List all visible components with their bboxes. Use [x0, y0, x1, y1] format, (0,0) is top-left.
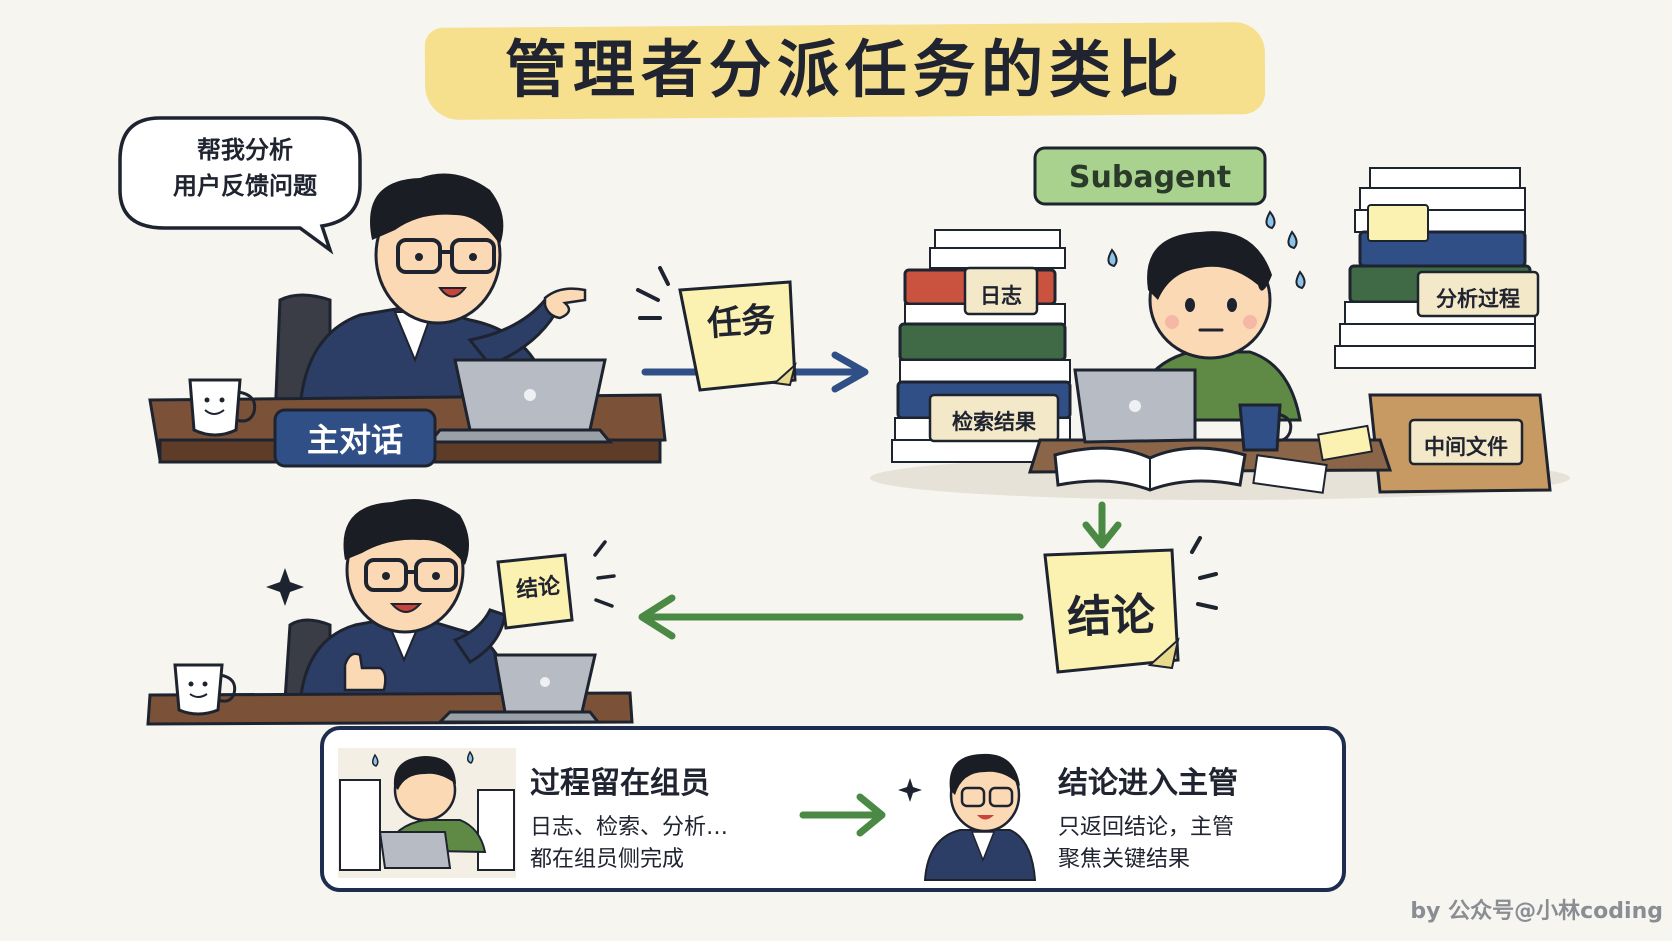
- conclusion-big-label: 结论: [1066, 589, 1157, 644]
- tag-intermediate-files: 中间文件: [1424, 435, 1508, 459]
- summary-right-line-1: 只返回结论，主管: [1058, 815, 1235, 840]
- emphasis-lines: [1190, 536, 1218, 610]
- coffee-mug-icon: [1238, 403, 1293, 452]
- coffee-mug-icon: [173, 663, 237, 716]
- manager-scene: [118, 116, 667, 468]
- sparkle-icon: [898, 778, 922, 802]
- speech-line-1: 帮我分析: [197, 136, 293, 164]
- author-credit: by 公众号@小林coding: [1410, 899, 1663, 924]
- tag-analysis: 分析过程: [1436, 287, 1520, 311]
- summary-left: 过程留在组员 日志、检索、分析… 都在组员侧完成: [530, 758, 790, 876]
- summary-box: [320, 726, 1346, 892]
- subagent-label: Subagent: [1068, 160, 1232, 195]
- summary-left-line-1: 日志、检索、分析…: [530, 815, 729, 840]
- task-handoff: [636, 266, 869, 393]
- summary-left-title: 过程留在组员: [530, 766, 710, 801]
- speech-bubble-icon: [118, 116, 362, 255]
- task-note-label: 任务: [705, 299, 777, 345]
- page-title: 管理者分派任务的类比: [504, 33, 1185, 106]
- paper-stack-icon: [891, 229, 1073, 463]
- emphasis-lines: [636, 266, 670, 320]
- laptop-icon: [426, 358, 614, 444]
- return-arrow: [638, 594, 1024, 640]
- laptop-icon: [436, 653, 602, 724]
- manager-receives-scene: [146, 498, 634, 726]
- summary-left-line-2: 都在组员侧完成: [530, 847, 685, 872]
- summary-right-line-2: 聚焦关键结果: [1058, 847, 1191, 872]
- speech-line-2: 用户反馈问题: [173, 172, 317, 200]
- summary-arrow: [799, 793, 886, 837]
- manager-speech: 帮我分析 用户反馈问题: [135, 132, 355, 204]
- manager-label: 主对话: [306, 421, 403, 459]
- coffee-mug-icon: [188, 378, 257, 437]
- task-sticky-note: [678, 280, 797, 392]
- sparkle-icon: [266, 568, 304, 606]
- busy-subagent-thumb: [338, 748, 516, 878]
- subagent-badge: [1033, 146, 1267, 206]
- summary-right: 结论进入主管 只返回结论，主管 聚焦关键结果: [1058, 758, 1328, 876]
- open-book-icon: [1053, 446, 1247, 492]
- tag-search-results: 检索结果: [952, 410, 1036, 434]
- sweat-drop-icon: [1107, 210, 1306, 290]
- glasses-icon: [364, 558, 458, 592]
- laptop-icon: [1073, 368, 1197, 444]
- paper-stack-icon: [1334, 167, 1540, 369]
- thumbs-up-icon: [343, 652, 387, 692]
- subagent-scene: [870, 146, 1570, 500]
- tag-log: 日志: [980, 284, 1022, 308]
- summary-right-title: 结论进入主管: [1058, 766, 1238, 801]
- manager-name-plate: [273, 408, 437, 468]
- conclusion-big-note: [1043, 536, 1218, 674]
- conclusion-small-note: [496, 553, 574, 630]
- glasses-icon: [396, 238, 496, 274]
- manager-thumb: [898, 753, 1037, 881]
- down-arrow: [1082, 501, 1122, 549]
